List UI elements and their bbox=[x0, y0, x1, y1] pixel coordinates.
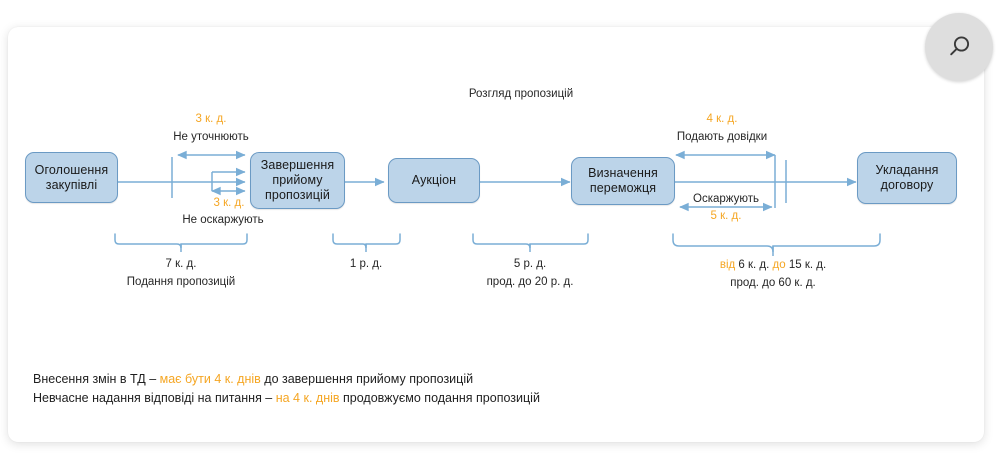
node-contract-label: Укладання договору bbox=[876, 163, 939, 193]
node-close-label: Завершення прийому пропозицій bbox=[261, 158, 334, 203]
node-announce-line1: Оголошення bbox=[34, 162, 109, 177]
bracket-signing-pre: від bbox=[719, 259, 736, 271]
bracket-signing-link: до bbox=[772, 259, 786, 271]
footer-note-line1-highlight: має бути 4 к. днів bbox=[159, 372, 261, 386]
footer-notes: Внесення змін в ТД – має бути 4 к. днів … bbox=[33, 370, 540, 408]
node-announce[interactable]: Оголошення закупівлі bbox=[25, 152, 118, 203]
footer-note-line2-c: продовжуємо подання пропозицій bbox=[339, 391, 540, 405]
footer-note-line2-a: Невчасне надання відповіді на питання – bbox=[33, 391, 276, 405]
footer-note-line2: Невчасне надання відповіді на питання – … bbox=[33, 389, 540, 408]
diagram-card bbox=[8, 27, 984, 442]
node-close-submission[interactable]: Завершення прийому пропозицій bbox=[250, 152, 345, 209]
bracket-signing-mid: 6 к. д. bbox=[738, 259, 770, 271]
node-announce-line2: закупівлі bbox=[45, 177, 98, 192]
bracket-signing-value: від 6 к. д. до 15 к. д. bbox=[720, 258, 826, 272]
node-contract-line2: договору bbox=[880, 178, 934, 192]
annotation-clarify-duration: 3 к. д. bbox=[195, 113, 227, 125]
bracket-auction-value: 1 р. д. bbox=[349, 258, 383, 270]
magnifier-icon bbox=[950, 36, 970, 56]
bracket-signing-caption: прод. до 60 к. д. bbox=[730, 277, 816, 289]
footer-note-line1-a: Внесення змін в ТД – bbox=[33, 372, 160, 386]
footer-note-line2-highlight: на 4 к. днів bbox=[275, 391, 340, 405]
annotation-certs-caption: Подають довідки bbox=[676, 131, 768, 143]
node-auction[interactable]: Аукціон bbox=[388, 158, 480, 203]
zoom-button[interactable] bbox=[925, 13, 993, 81]
bracket-signing-post: 15 к. д. bbox=[788, 259, 827, 271]
node-contract-line1: Укладання bbox=[875, 163, 939, 177]
node-winner[interactable]: Визначення переможця bbox=[571, 157, 675, 205]
annotation-clarify-caption: Не уточнюють bbox=[173, 131, 249, 143]
bracket-submit-value: 7 к. д. bbox=[165, 258, 197, 270]
node-close-line1: Завершення bbox=[260, 158, 335, 172]
node-winner-line2: переможця bbox=[589, 181, 657, 195]
node-auction-label: Аукціон bbox=[411, 173, 457, 187]
bracket-submit-caption: Подання пропозицій bbox=[126, 276, 236, 288]
footer-note-line1-c: до завершення прийому пропозицій bbox=[260, 372, 474, 386]
node-close-line3: пропозицій bbox=[265, 188, 330, 202]
node-close-line2: прийому bbox=[272, 173, 323, 187]
bracket-review-caption: прод. до 20 р. д. bbox=[486, 276, 574, 288]
diagram-title: Розгляд пропозицій bbox=[468, 88, 574, 100]
node-winner-label: Визначення переможця bbox=[588, 166, 658, 196]
bracket-review-value: 5 р. д. bbox=[513, 258, 547, 270]
annotation-appeal1-duration: 3 к. д. bbox=[213, 197, 245, 209]
annotation-appeal2-caption: Оскаржують bbox=[693, 193, 759, 205]
annotation-appeal2-duration: 5 к. д. bbox=[710, 210, 742, 222]
node-contract[interactable]: Укладання договору bbox=[857, 152, 957, 204]
annotation-certs-duration: 4 к. д. bbox=[706, 113, 738, 125]
node-winner-line1: Визначення bbox=[588, 166, 658, 180]
annotation-appeal1-caption: Не оскаржують bbox=[182, 214, 264, 226]
footer-note-line1: Внесення змін в ТД – має бути 4 к. днів … bbox=[33, 370, 540, 389]
node-announce-label: Оголошення закупівлі bbox=[35, 163, 109, 193]
